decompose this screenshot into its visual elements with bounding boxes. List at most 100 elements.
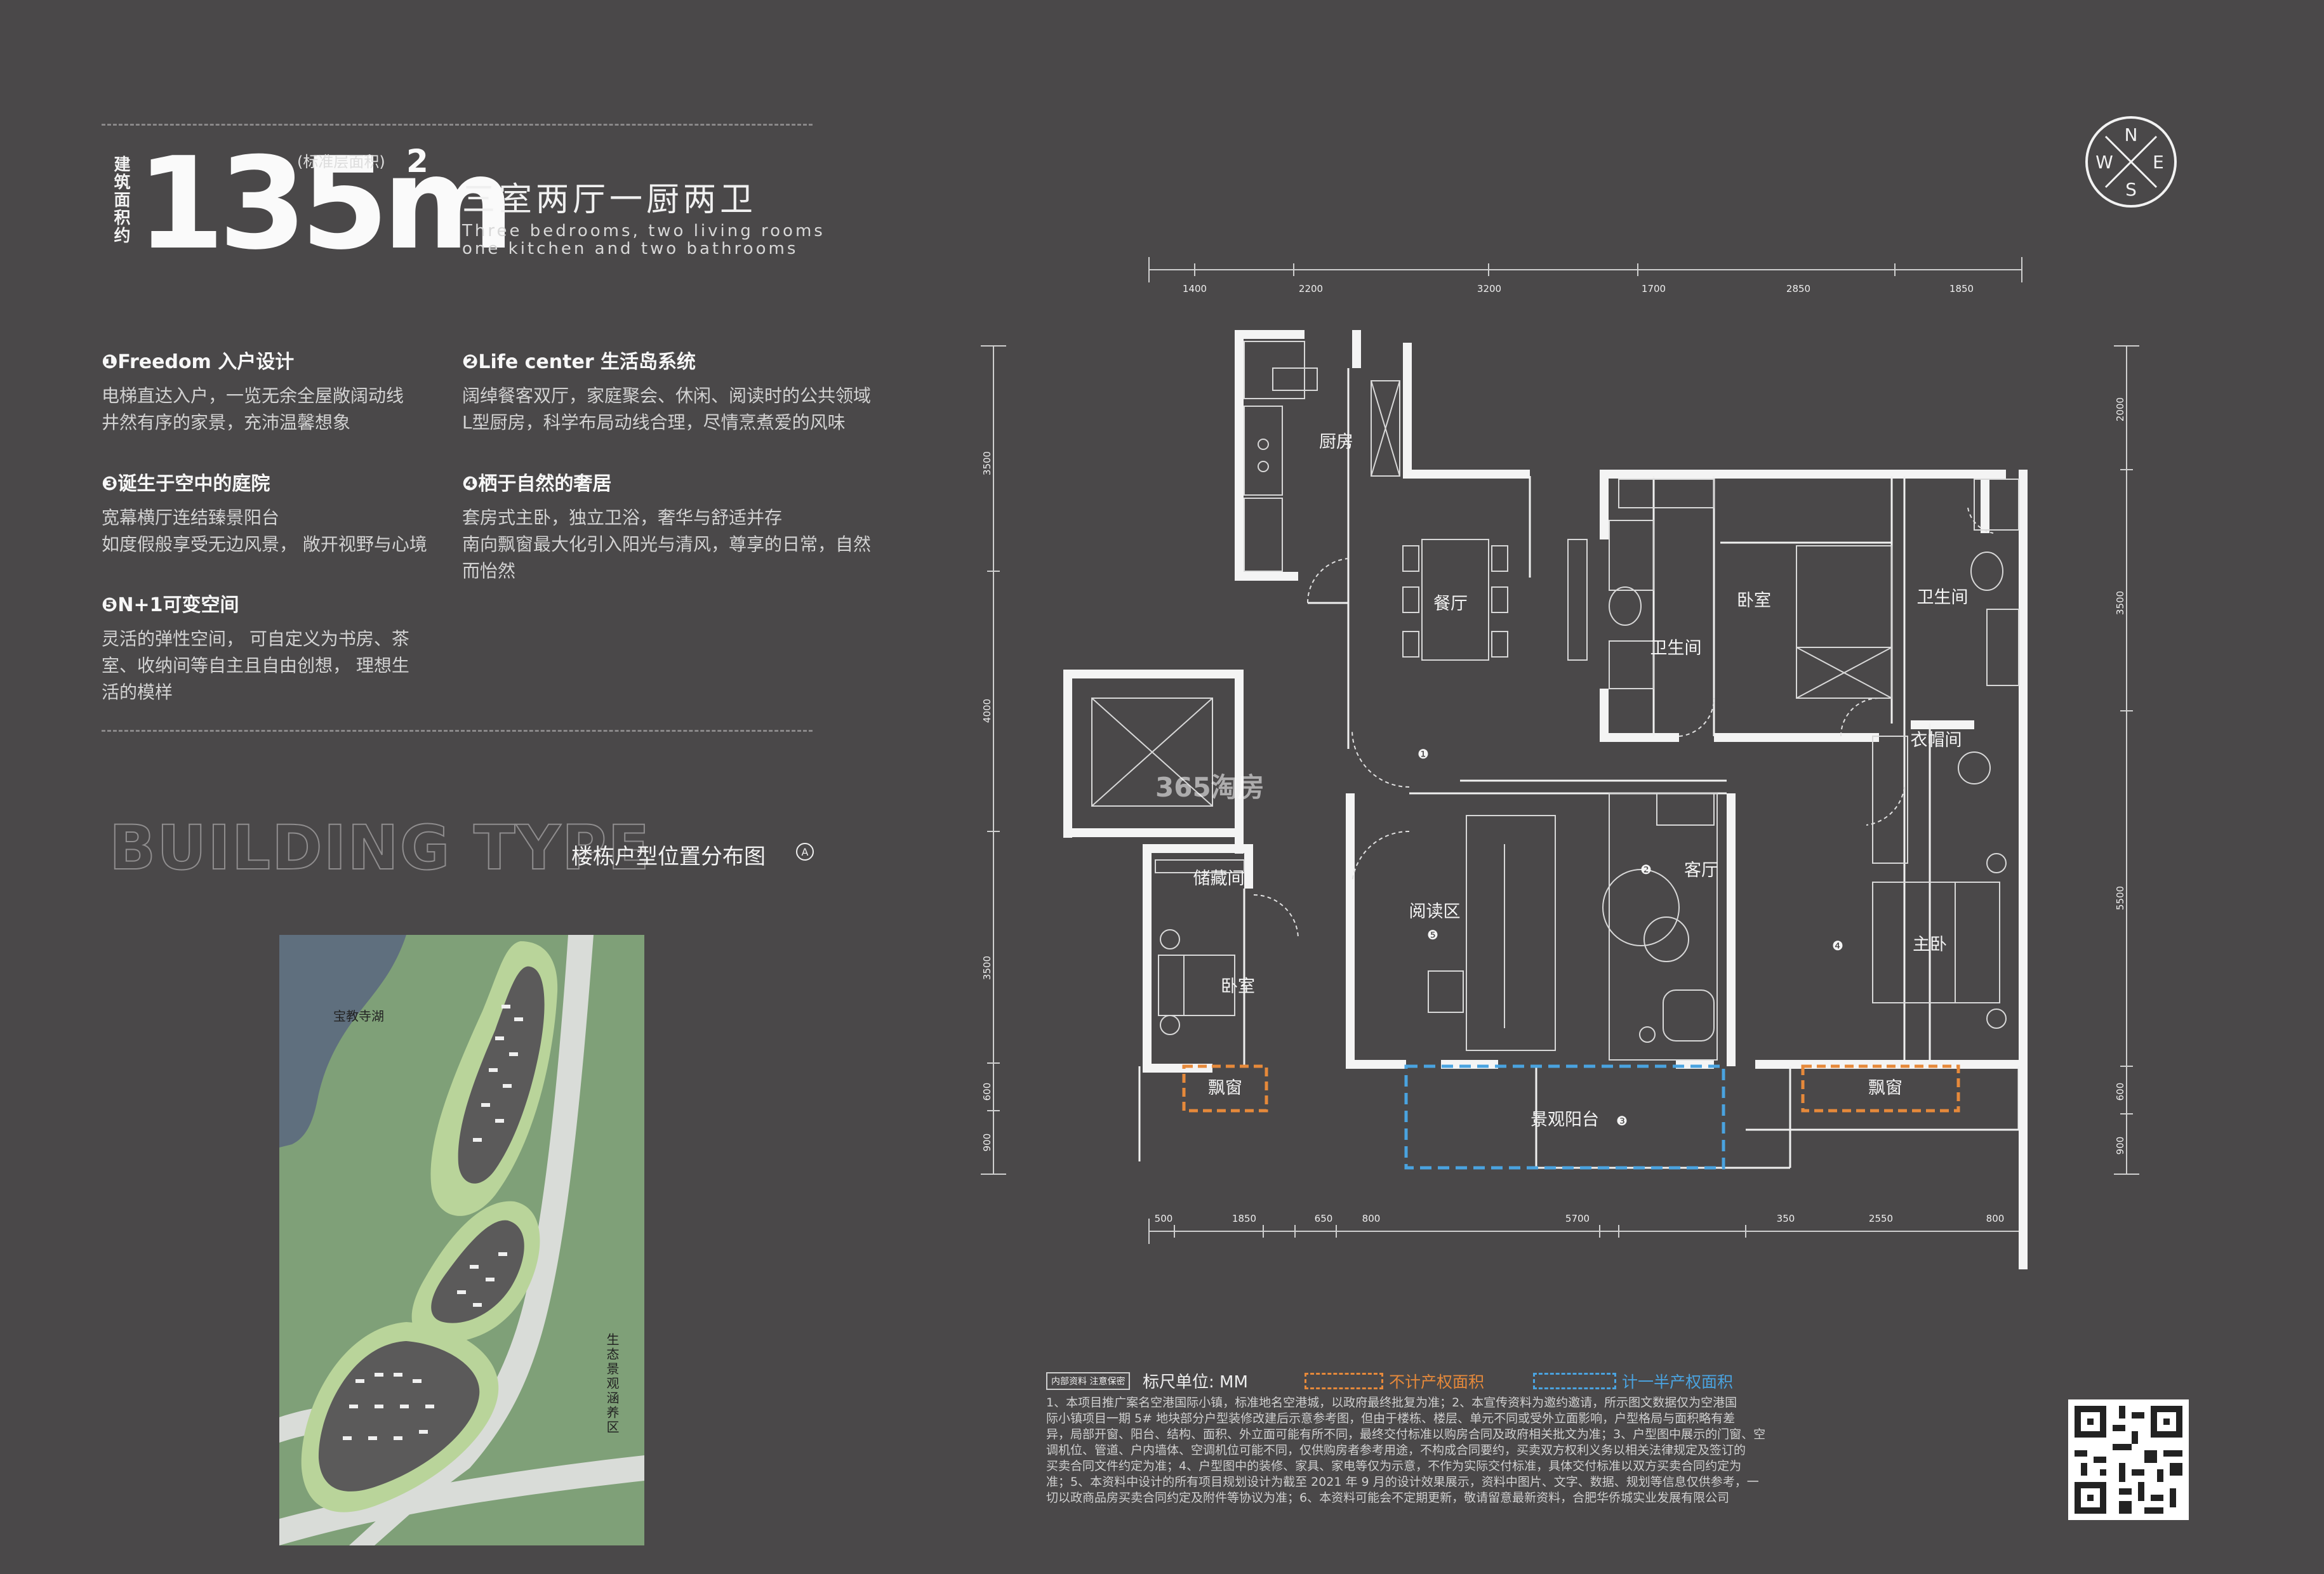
legend-blue-swatch xyxy=(1533,1373,1616,1389)
svg-text:A: A xyxy=(802,846,809,858)
room-living: 客厅 xyxy=(1684,861,1718,880)
closet-rail xyxy=(1872,736,1908,864)
layout-title-en-1: Three bedrooms, two living rooms xyxy=(462,222,825,241)
zone-marker-2: ❷ xyxy=(1640,862,1652,877)
dim-right-1: 2000 xyxy=(2115,397,2126,421)
feature-2-line-2: L型厨房，科学布局动线合理，尽情烹煮爱的风味 xyxy=(462,412,846,433)
feature-5-title: ❺N+1可变空间 xyxy=(102,594,239,616)
watermark: 365淘房 xyxy=(1155,772,1265,803)
legend-half-counted: 计一半产权面积 xyxy=(1622,1373,1734,1391)
compass-ring xyxy=(2085,116,2177,208)
bath1-vanity xyxy=(1618,479,1715,508)
bath1-toilet xyxy=(1609,586,1642,626)
dim-bottom-5: 5700 xyxy=(1565,1213,1590,1224)
footnote-line-7: 切以政商品房买卖合同约定及附件等协议为准；6、本资料可能会不定期更新，敬请留意最… xyxy=(1046,1491,1730,1505)
zone-marker-5: ❺ xyxy=(1427,927,1438,942)
feature-5-line-1: 灵活的弹性空间， 可自定义为书房、茶 xyxy=(102,628,409,649)
area-value: 135m xyxy=(136,130,515,278)
kitchen-stove xyxy=(1244,406,1283,496)
site-map: 宝教寺湖 xyxy=(279,935,644,1545)
feature-3: ❸诞生于空中的庭院 宽幕横厅连结臻景阳台 如度假般享受无边风景， 敞开视野与心境 xyxy=(102,468,427,558)
bath2-toilet xyxy=(1970,552,2003,591)
dim-top-4: 1700 xyxy=(1642,283,1666,294)
feature-1-line-1: 电梯直达入户，一览无余全屋敞阔动线 xyxy=(102,385,404,406)
walls xyxy=(1063,330,2028,1269)
legend-not-counted: 不计产权面积 xyxy=(1389,1373,1485,1391)
dim-top-1: 1400 xyxy=(1183,283,1207,294)
dim-left-1: 3500 xyxy=(981,451,993,475)
block-middle xyxy=(431,1220,524,1323)
furniture xyxy=(1091,341,2019,1061)
feature-4: ❹栖于自然的奢居 套房式主卧，独立卫浴，奢华与舒适并存 南向飘窗最大化引入阳光与… xyxy=(462,468,871,585)
qr-code-icon[interactable] xyxy=(2068,1399,2189,1520)
footnote-line-2: 际小镇项目一期 5# 地块部分户型装修改建后示意参考图，但由于楼栋、楼层、单元不… xyxy=(1046,1412,1736,1425)
bay-window-east xyxy=(1801,1064,1960,1113)
compass-e: E xyxy=(2153,152,2164,173)
compass-n: N xyxy=(2125,124,2138,145)
kitchen-sink xyxy=(1244,341,1305,399)
top-divider xyxy=(102,124,813,126)
room-closet: 衣帽间 xyxy=(1911,731,1962,750)
feature-3-line-2: 如度假般享受无边风景， 敞开视野与心境 xyxy=(102,534,427,555)
footnote-line-1: 1、本项目推广案名空港国际小镇，标准地名空港城，以政府最终批复为准；2、本宣传资… xyxy=(1046,1396,1737,1410)
feature-2-title: ❷Life center 生活岛系统 xyxy=(462,351,696,373)
dim-bottom-2: 1850 xyxy=(1232,1213,1256,1224)
dim-left xyxy=(981,345,1006,1175)
feature-2-line-1: 阔绰餐客双厅，家庭聚会、休闲、阅读时的公共领域 xyxy=(462,385,872,406)
bath2-vanity xyxy=(1986,609,2019,686)
zone-marker-1: ❶ xyxy=(1418,746,1429,762)
dining-table xyxy=(1421,539,1489,661)
dim-top-5: 2850 xyxy=(1786,283,1810,294)
compass-s: S xyxy=(2125,179,2137,200)
area-superscript: 2 xyxy=(406,143,428,180)
feature-4-line-1: 套房式主卧，独立卫浴，奢华与舒适并存 xyxy=(462,507,783,528)
room-master: 主卧 xyxy=(1913,935,1947,955)
room-bedroom1: 卧室 xyxy=(1737,591,1771,611)
door-swings xyxy=(1253,507,1994,940)
area-note: (标准层面积) xyxy=(297,153,385,171)
footnote: 1、本项目推广案名空港国际小镇，标准地名空港城，以政府最终批复为准；2、本宣传资… xyxy=(1046,1395,1871,1506)
dim-left-3: 3500 xyxy=(981,956,993,980)
dim-right-3: 5500 xyxy=(2115,886,2126,910)
dim-bottom-8: 800 xyxy=(1986,1213,2005,1224)
compass: N E S W xyxy=(2085,116,2177,208)
feature-3-title: ❸诞生于空中的庭院 xyxy=(102,473,270,495)
dim-left-4: 600 xyxy=(981,1083,993,1101)
unit-label: 标尺单位: MM xyxy=(1143,1373,1248,1392)
site-marker-icon: A xyxy=(796,843,814,861)
dim-bottom-3: 650 xyxy=(1315,1213,1333,1224)
middle-divider xyxy=(102,730,813,732)
partitions xyxy=(1138,368,2020,1169)
room-balcony: 景观阳台 xyxy=(1531,1110,1599,1130)
kitchen-cabinet xyxy=(1371,380,1400,477)
feature-5-line-3: 活的模样 xyxy=(102,682,173,703)
coffee-table xyxy=(1602,869,1680,946)
feature-1-line-2: 井然有序的家景，充沛温馨想象 xyxy=(102,412,351,433)
bath2-shower xyxy=(1974,479,2019,531)
dim-bottom-6: 350 xyxy=(1777,1213,1795,1224)
room-kitchen: 厨房 xyxy=(1319,432,1353,452)
reading-chair xyxy=(1428,970,1464,1013)
zone-marker-3: ❸ xyxy=(1616,1113,1628,1128)
dim-right-2: 3500 xyxy=(2115,591,2126,615)
room-bath2: 卫生间 xyxy=(1917,588,1969,607)
bay-window-west xyxy=(1182,1064,1268,1113)
floor-plan: 1400 2200 3200 1700 2850 1850 500 1850 6… xyxy=(981,257,2139,1269)
feature-2: ❷Life center 生活岛系统 阔绰餐客双厅，家庭聚会、休闲、阅读时的公共… xyxy=(462,346,871,436)
dim-bottom-4: 800 xyxy=(1362,1213,1381,1224)
layout-title-cn: 三室两厅一厨两卫 xyxy=(462,181,757,219)
balcony-area xyxy=(1404,1064,1725,1170)
feature-3-line-1: 宽幕横厅连结臻景阳台 xyxy=(102,507,280,528)
dim-top xyxy=(1148,257,2022,282)
room-bath1: 卫生间 xyxy=(1650,638,1702,658)
feature-4-line-3: 而怡然 xyxy=(462,560,516,581)
park-label-vertical: 生态景观涵养区 xyxy=(604,1333,620,1435)
dim-right-4: 600 xyxy=(2115,1083,2126,1101)
area-vertical-label: 建筑面积约 xyxy=(111,155,130,244)
feature-5: ❺N+1可变空间 灵活的弹性空间， 可自定义为书房、茶 室、收纳间等自主且自由创… xyxy=(102,589,409,706)
lake-label: 宝教寺湖 xyxy=(333,1009,384,1024)
room-bedroom2: 卧室 xyxy=(1221,977,1255,996)
dim-top-3: 3200 xyxy=(1477,283,1501,294)
bath1-tub xyxy=(1609,520,1654,591)
dim-left-2: 4000 xyxy=(981,699,993,723)
